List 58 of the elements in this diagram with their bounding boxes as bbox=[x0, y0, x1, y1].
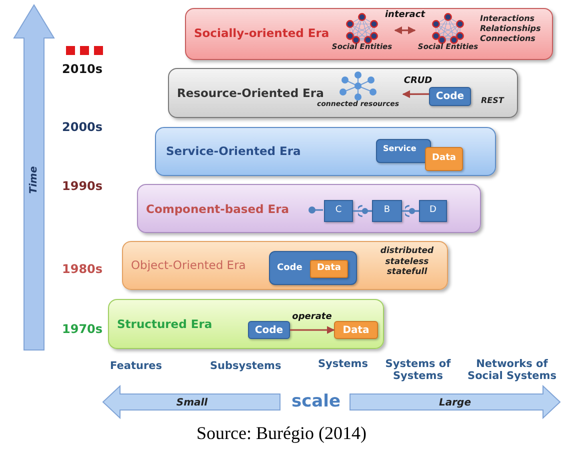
era-band bbox=[108, 299, 384, 349]
era-band bbox=[155, 127, 496, 176]
box-label: Data bbox=[316, 262, 342, 276]
decade-label: 2000s bbox=[62, 121, 103, 134]
era-title: Component-based Era bbox=[146, 203, 290, 216]
scale-label: Subsystems bbox=[210, 361, 282, 373]
interface-connector bbox=[402, 205, 420, 217]
era-note: REST bbox=[481, 97, 504, 106]
axis-label: Time bbox=[28, 166, 40, 194]
era-title: Socially-oriented Era bbox=[194, 27, 330, 40]
era-title: Resource-Oriented Era bbox=[177, 87, 324, 100]
code-box bbox=[429, 87, 471, 106]
era-band bbox=[137, 184, 481, 233]
scale-label: Systems bbox=[318, 359, 368, 371]
data-box bbox=[310, 260, 348, 278]
data-box bbox=[334, 321, 378, 339]
era-band bbox=[185, 8, 553, 60]
box-label: Service bbox=[383, 145, 416, 154]
caption: Source: Burégio (2014) bbox=[196, 423, 368, 444]
edge-label: operate bbox=[292, 313, 332, 323]
arrow-label: Small bbox=[176, 398, 208, 408]
box-label: Code bbox=[434, 90, 466, 104]
box-label: D bbox=[428, 204, 438, 218]
arrow-label: Large bbox=[439, 398, 471, 408]
code-box bbox=[248, 321, 290, 339]
component-box bbox=[372, 200, 402, 222]
component-box bbox=[419, 200, 447, 222]
era-note: Interactions Relationships Connections bbox=[480, 14, 542, 44]
arrow bbox=[290, 326, 335, 334]
code-box bbox=[269, 251, 357, 285]
scale-label: Features bbox=[110, 361, 162, 373]
axis-title: scale bbox=[291, 392, 341, 412]
era-title: Object-Oriented Era bbox=[131, 259, 246, 272]
box-label: B bbox=[382, 204, 392, 218]
era-note: distributed stateless statefull bbox=[379, 246, 435, 278]
scale-label: Systems of Systems bbox=[384, 359, 452, 382]
component-box bbox=[324, 200, 353, 222]
era-title: Structured Era bbox=[117, 318, 212, 331]
box-label: Code bbox=[254, 324, 284, 338]
edge-label: CRUD bbox=[404, 77, 432, 88]
interface-connector bbox=[353, 205, 373, 217]
box-label: Code bbox=[277, 264, 302, 274]
box-label: Data bbox=[431, 152, 457, 166]
era-band bbox=[168, 68, 518, 118]
box-label: C bbox=[334, 204, 343, 218]
scale-label: Networks of Social Systems bbox=[466, 359, 558, 382]
decade-label: 2010s bbox=[62, 63, 103, 76]
arrow bbox=[394, 26, 416, 34]
decade-label: 1980s bbox=[62, 263, 103, 276]
decade-label: 1970s bbox=[62, 323, 103, 336]
edge-label: interact bbox=[384, 11, 426, 22]
era-band bbox=[122, 241, 448, 290]
era-title: Service-Oriented Era bbox=[166, 145, 301, 158]
arrow bbox=[402, 90, 429, 98]
decade-label: 1990s bbox=[62, 180, 103, 194]
box-label: Data bbox=[342, 324, 370, 338]
data-box bbox=[425, 147, 463, 171]
service-box bbox=[376, 139, 431, 163]
